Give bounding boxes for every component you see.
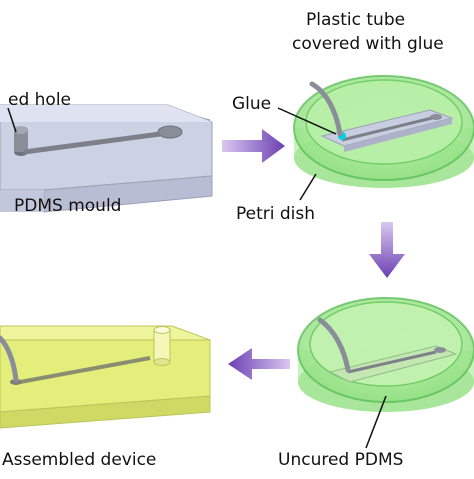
glue-label: Glue — [232, 94, 272, 114]
uncured-pdms-pointer — [365, 395, 387, 449]
mould-channel — [14, 125, 183, 156]
glue-pointer — [277, 107, 337, 135]
plastic-tube-label-line2: covered with glue — [292, 34, 444, 54]
pdms-mould-block — [0, 104, 213, 213]
plastic-tube-label-line1: Plastic tube — [306, 10, 406, 30]
mould-in-dish — [320, 109, 454, 152]
assembled-device-label: Assembled device — [2, 450, 157, 470]
plastic-tube-assembled — [0, 335, 19, 383]
arrow-right-icon — [222, 129, 285, 163]
drilled-hole-pointer — [7, 107, 17, 133]
arrow-left-icon — [228, 348, 290, 380]
plastic-tube-bottom — [317, 317, 351, 373]
assembled-outlet-post — [153, 326, 171, 366]
arrow-down-icon — [369, 222, 405, 278]
plastic-tube — [309, 81, 343, 137]
pdms-mould-label: PDMS mould — [14, 196, 122, 216]
mould-under-pdms — [328, 345, 458, 383]
drilled-hole-label: ed hole — [8, 90, 72, 110]
petri-dish-pointer — [299, 173, 317, 201]
petri-dish-label: Petri dish — [236, 204, 316, 224]
assembled-device — [0, 325, 211, 429]
uncured-pdms-label: Uncured PDMS — [278, 450, 404, 470]
